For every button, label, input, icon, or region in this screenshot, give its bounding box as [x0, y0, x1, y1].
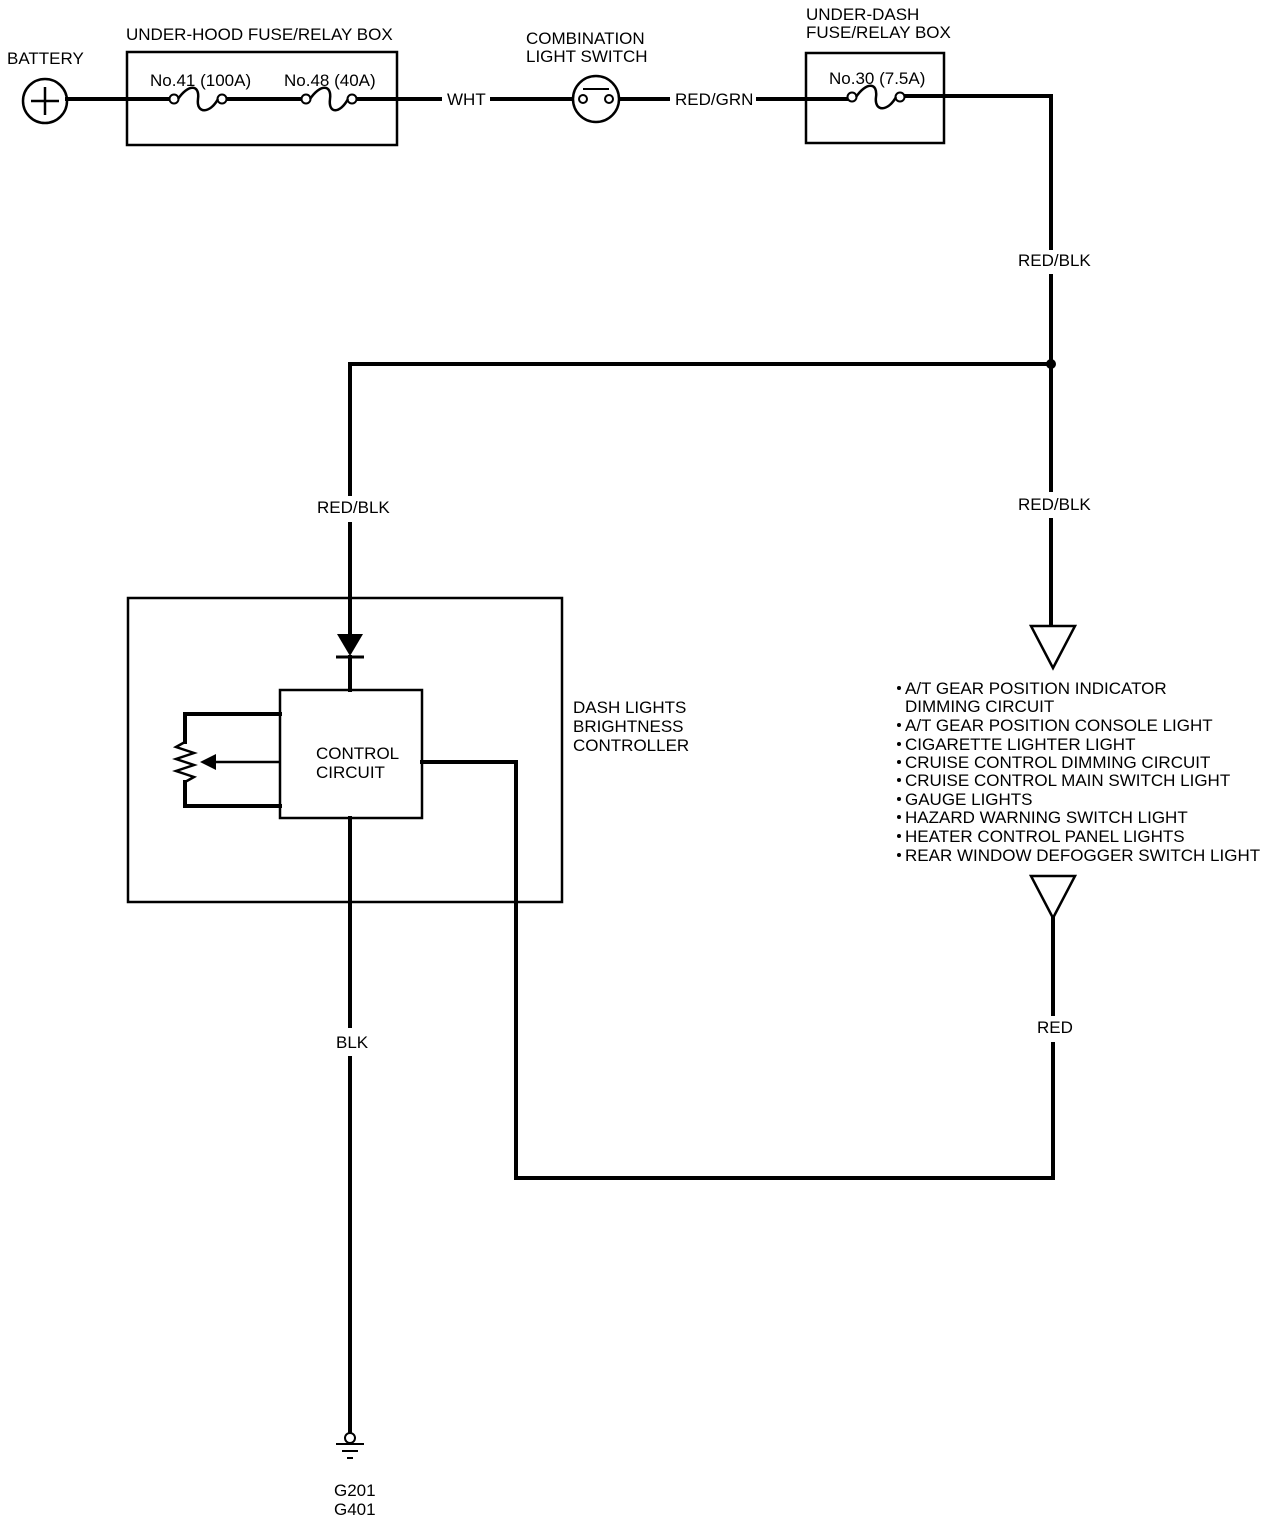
- controller-label-1: DASH LIGHTS: [573, 698, 686, 717]
- load-item: GAUGE LIGHTS: [905, 790, 1033, 809]
- under-dash-box-title-2: FUSE/RELAY BOX: [806, 23, 951, 42]
- under-dash-box-title-1: UNDER-DASH: [806, 5, 919, 24]
- wire-red-return: [420, 760, 1055, 1180]
- load-connector-bottom: [1028, 874, 1078, 921]
- combination-switch-label-1: COMBINATION: [526, 29, 645, 48]
- fuse-41-label: No.41 (100A): [150, 71, 251, 90]
- combination-switch-label-2: LIGHT SWITCH: [526, 47, 648, 66]
- load-item: A/T GEAR POSITION CONSOLE LIGHT: [905, 716, 1213, 735]
- control-circuit-label-2: CIRCUIT: [316, 763, 385, 782]
- load-list: A/T GEAR POSITION INDICATOR DIMMING CIRC…: [897, 679, 1260, 865]
- load-item: CRUISE CONTROL DIMMING CIRCUIT: [905, 753, 1210, 772]
- fuse-30-symbol: [846, 84, 906, 110]
- wire-label-red-grn: RED/GRN: [675, 90, 753, 109]
- load-item: HEATER CONTROL PANEL LIGHTS: [905, 827, 1185, 846]
- battery-label: BATTERY: [7, 49, 84, 68]
- load-item: A/T GEAR POSITION INDICATOR: [905, 679, 1167, 698]
- combination-light-switch-symbol: [571, 74, 621, 124]
- ground-label-2: G401: [334, 1500, 376, 1519]
- ground-label-1: G201: [334, 1481, 376, 1500]
- controller-label-2: BRIGHTNESS: [573, 717, 684, 736]
- fuse-48-symbol: [300, 86, 358, 112]
- load-item: CIGARETTE LIGHTER LIGHT: [905, 735, 1135, 754]
- wire-splice-to-controller: [348, 362, 1053, 496]
- wire-label-red: RED: [1037, 1018, 1073, 1037]
- load-item: CRUISE CONTROL MAIN SWITCH LIGHT: [905, 771, 1230, 790]
- potentiometer-symbol: [172, 712, 282, 808]
- dash-lights-controller-box: [126, 596, 564, 904]
- wire-label-red-blk-right: RED/BLK: [1018, 495, 1091, 514]
- fuse-30-label: No.30 (7.5A): [829, 69, 925, 88]
- wire-label-red-blk-left: RED/BLK: [317, 498, 390, 517]
- fuse-41-symbol: [168, 86, 228, 112]
- ground-icon: [336, 1432, 364, 1459]
- under-hood-box-title: UNDER-HOOD FUSE/RELAY BOX: [126, 25, 393, 44]
- load-item: DIMMING CIRCUIT: [905, 697, 1054, 716]
- wire-label-wht: WHT: [447, 90, 486, 109]
- under-hood-fuse-box: [125, 50, 399, 147]
- diode-symbol: [336, 634, 364, 659]
- control-circuit-label-1: CONTROL: [316, 744, 399, 763]
- wire-fuse30-to-splice: [901, 94, 1053, 250]
- load-item: REAR WINDOW DEFOGGER SWITCH LIGHT: [905, 846, 1260, 865]
- controller-label-3: CONTROLLER: [573, 736, 689, 755]
- wire-label-red-blk-top: RED/BLK: [1018, 251, 1091, 270]
- fuse-48-label: No.48 (40A): [284, 71, 376, 90]
- under-dash-fuse-box: [804, 51, 946, 145]
- load-item: HAZARD WARNING SWITCH LIGHT: [905, 808, 1188, 827]
- load-connector-top: [1028, 624, 1078, 671]
- battery-symbol: [21, 77, 69, 125]
- wire-label-blk: BLK: [336, 1033, 369, 1052]
